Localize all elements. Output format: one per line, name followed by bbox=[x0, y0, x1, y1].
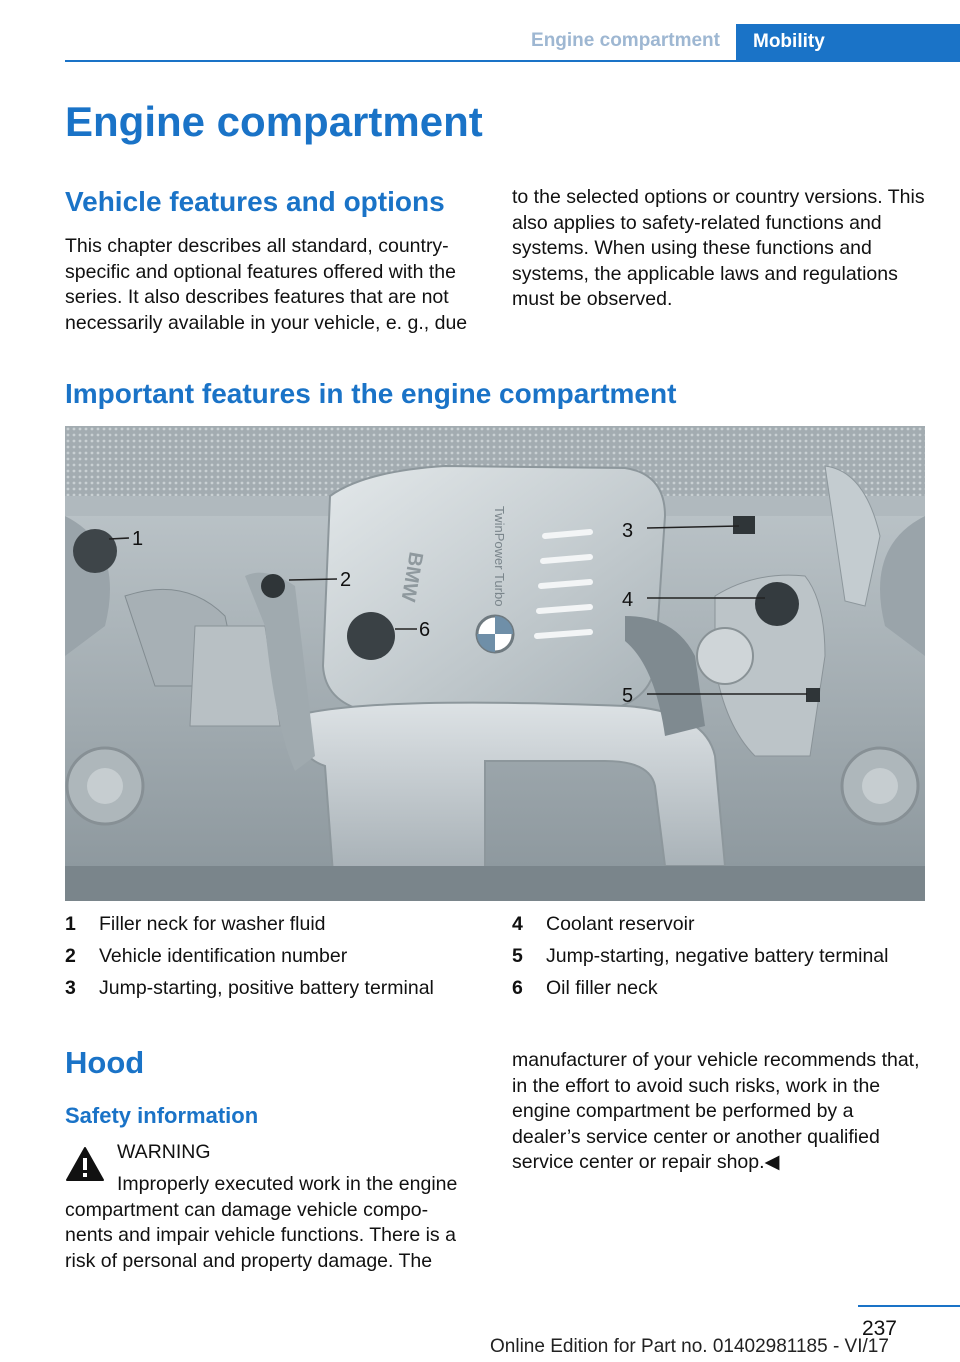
legend-number: 1 bbox=[65, 913, 76, 935]
legend-label: Oil filler neck bbox=[546, 977, 658, 999]
legend-item: 4 Coolant reservoir bbox=[512, 913, 889, 945]
legend-number: 4 bbox=[512, 913, 523, 935]
important-features-heading: Important features in the engine compart… bbox=[65, 378, 677, 409]
safety-information-heading: Safety information bbox=[65, 1103, 259, 1128]
coolant-cap-icon bbox=[755, 582, 799, 626]
hood-heading: Hood bbox=[65, 1045, 145, 1080]
engine-compartment-photo: TwinPower Turbo BMW 1 2 3 4 5 6 bbox=[65, 426, 925, 901]
header-tab-mobility: Mobility bbox=[736, 24, 960, 62]
hood-continued-text: manufacturer of your vehicle recommends … bbox=[512, 1049, 920, 1173]
legend-item: 6 Oil filler neck bbox=[512, 977, 889, 1009]
callout-2: 2 bbox=[340, 569, 351, 591]
warning-triangle-icon bbox=[66, 1147, 104, 1181]
legend-label: Vehicle identification number bbox=[99, 945, 348, 967]
footer-rule bbox=[858, 1305, 960, 1307]
cover-text: TwinPower Turbo bbox=[492, 506, 507, 606]
oil-cap-icon bbox=[347, 612, 395, 660]
legend-number: 3 bbox=[65, 977, 76, 999]
legend-number: 2 bbox=[65, 945, 76, 967]
vehicle-features-text-right: to the selected options or country versi… bbox=[512, 186, 925, 310]
legend-item: 1 Filler neck for washer fluid bbox=[65, 913, 434, 945]
legend-item: 5 Jump-starting, negative battery termina… bbox=[512, 945, 889, 977]
washer-cap-icon bbox=[73, 529, 117, 573]
vehicle-features-heading: Vehicle features and options bbox=[65, 186, 445, 217]
legend-left-column: 1 Filler neck for washer fluid 2 Vehicle i… bbox=[65, 913, 434, 1009]
legend-label: Coolant reservoir bbox=[546, 913, 695, 935]
legend-label: Jump-starting, positive battery terminal bbox=[99, 977, 434, 999]
callout-6: 6 bbox=[419, 619, 430, 641]
callout-3: 3 bbox=[622, 520, 633, 542]
header-rule bbox=[65, 60, 960, 62]
page-title: Engine compartment bbox=[65, 98, 483, 145]
warning-text: Improperly executed work in the engine c… bbox=[65, 1173, 458, 1272]
legend-right-column: 4 Coolant reservoir 5 Jump-starting, negat… bbox=[512, 913, 889, 1009]
vehicle-features-text-left: This chapter describes all standard, cou… bbox=[65, 235, 468, 334]
legend-item: 2 Vehicle identification number bbox=[65, 945, 434, 977]
legend-label: Jump-starting, negative battery terminal bbox=[546, 945, 889, 967]
legend-label: Filler neck for washer fluid bbox=[99, 913, 326, 935]
legend-number: 6 bbox=[512, 977, 523, 999]
callout-4: 4 bbox=[622, 589, 633, 611]
callout-1: 1 bbox=[132, 528, 143, 550]
callout-5: 5 bbox=[622, 685, 633, 707]
edition-footer: Online Edition for Part no. 01402981185 … bbox=[490, 1336, 889, 1357]
header-section-title: Engine compartment bbox=[531, 30, 720, 51]
legend-number: 5 bbox=[512, 945, 523, 967]
warning-title: WARNING bbox=[117, 1141, 211, 1163]
legend-item: 3 Jump-starting, positive battery termina… bbox=[65, 977, 434, 1009]
page-number: 237 bbox=[861, 1317, 897, 1340]
